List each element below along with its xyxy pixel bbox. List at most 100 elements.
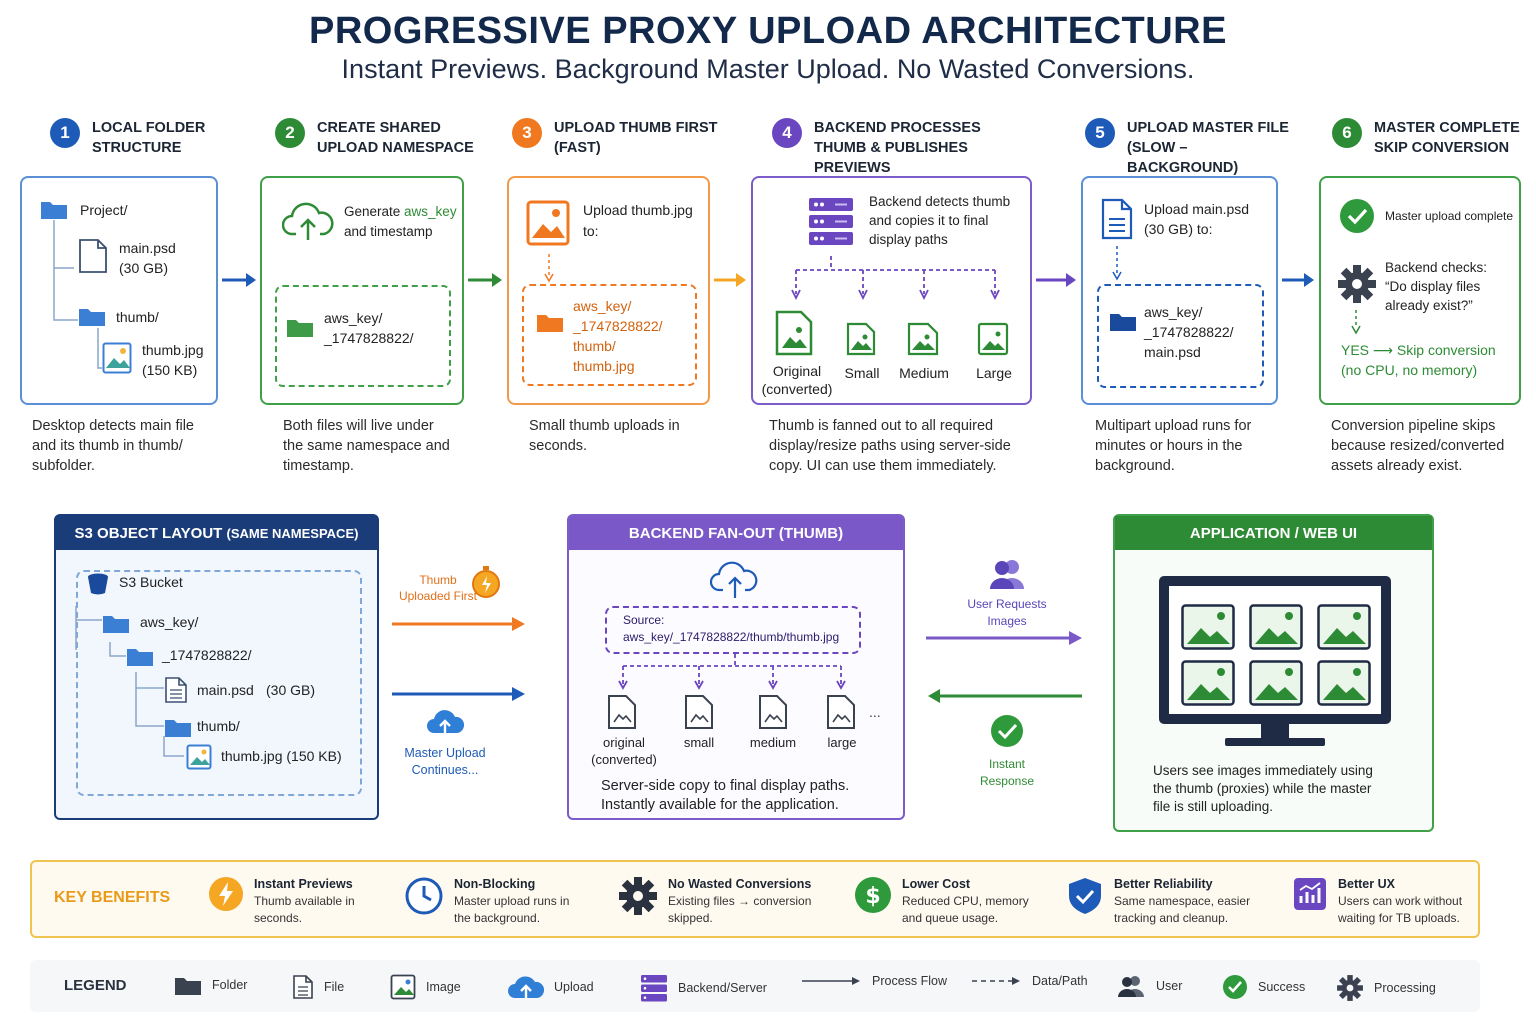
namespace-box [275, 285, 451, 387]
success-icon [1340, 199, 1374, 233]
step-3-caption: Small thumb uploads in seconds. [529, 418, 680, 454]
flow-arrow [714, 273, 746, 287]
thumb-path-1: aws_key/ [573, 298, 632, 314]
legend-backend-server: Backend/Server [640, 974, 767, 1002]
output-medium: Medium [899, 365, 949, 381]
data-path-arrow [1351, 310, 1361, 335]
stopwatch-icon [472, 566, 500, 598]
image-file-icon [907, 322, 939, 356]
image-icon [102, 342, 132, 374]
thumb-destination-box [522, 284, 697, 386]
tree-project: Project/ [80, 202, 128, 218]
image-icon [526, 200, 570, 246]
svg-text:$: $ [865, 884, 880, 909]
legend-data-path: Data/Path [972, 974, 1088, 988]
thumb-path-2: _1747828822/ [573, 318, 663, 334]
s3-aws-key: aws_key/ [140, 614, 199, 630]
step-5-caption: Multipart upload runs for minutes or hou… [1095, 418, 1252, 474]
s3-timestamp: _1747828822/ [162, 647, 252, 663]
image-file-icon [775, 310, 813, 356]
cloud-upload-icon [282, 202, 334, 240]
more-outputs-ellipsis: ... [869, 704, 881, 720]
s3-thumb-jpg: thumb.jpg (150 KB) [221, 748, 342, 764]
folder-icon [103, 616, 129, 633]
fanout-panel-header: BACKEND FAN-OUT (THUMB) [569, 516, 903, 550]
preview-image-icon[interactable] [1249, 660, 1303, 706]
step-1-card: Project/ main.psd (30 GB) thumb/ thumb.j… [20, 176, 218, 405]
check-line-2: “Do display files [1385, 279, 1481, 294]
step-5-text-2: (30 GB) to: [1144, 221, 1213, 237]
page-title: PROGRESSIVE PROXY UPLOAD ARCHITECTURE [309, 10, 1227, 52]
preview-image-icon[interactable] [1249, 604, 1303, 650]
fanout-dashed-paths [791, 256, 1000, 301]
data-path-arrow [544, 254, 554, 283]
thumb-path-3: thumb/ [573, 338, 616, 354]
legend-processing: Processing [1336, 974, 1436, 1002]
lightning-icon [209, 877, 243, 911]
step-4-header: 4 BACKEND PROCESSES THUMB & PUBLISHES PR… [772, 118, 1029, 178]
upload-icon [508, 976, 544, 998]
tree-thumb-jpg: thumb.jpg [142, 342, 204, 358]
page-subtitle: Instant Previews. Background Master Uplo… [341, 54, 1195, 84]
namespace-key: aws_key/ [324, 310, 383, 326]
step-5-title: UPLOAD MASTER FILE (SLOW – BACKGROUND) [1127, 120, 1289, 176]
fanout-converted: (converted) [591, 752, 657, 767]
step-3-text-2: to: [583, 223, 599, 239]
s3-bucket-label: S3 Bucket [119, 574, 183, 590]
s3-layout-panel: S3 OBJECT LAYOUT (SAME NAMESPACE) S3 Buc… [54, 514, 379, 820]
image-file-icon [846, 322, 876, 356]
key-benefits-label: KEY BENEFITS [54, 889, 171, 906]
source-box [605, 606, 861, 654]
cloud-upload-icon [709, 561, 758, 598]
clock-icon [405, 877, 443, 915]
chart-icon [1294, 878, 1326, 910]
s3-main-psd: main.psd [197, 682, 254, 698]
step-3-number: 3 [512, 118, 542, 148]
image-icon [186, 744, 212, 770]
tree-thumb-folder: thumb/ [116, 309, 159, 325]
folder-icon [127, 649, 153, 666]
legend-label: LEGEND [64, 977, 127, 994]
folder-icon [287, 320, 313, 337]
tree-lines [53, 220, 102, 369]
step-1-header: 1 LOCAL FOLDER STRUCTURE [50, 118, 222, 158]
folder-icon [537, 315, 563, 332]
fanout-small: small [683, 735, 715, 750]
preview-image-icon[interactable] [1317, 604, 1371, 650]
result-line-1: YES ⟶ Skip conversion [1341, 342, 1496, 358]
data-path-arrow [972, 977, 1020, 985]
check-line-3: already exist?” [1385, 298, 1473, 313]
tree-thumb-size: (150 KB) [142, 362, 198, 378]
thumb-path-4: thumb.jpg [573, 358, 635, 374]
image-file-icon [608, 695, 636, 729]
legend-user: User [1116, 974, 1182, 998]
file-icon [293, 975, 313, 999]
folder-icon [175, 978, 201, 995]
fanout-large: large [827, 735, 857, 750]
preview-image-icon[interactable] [1317, 660, 1371, 706]
step-3-header: 3 UPLOAD THUMB FIRST (FAST) [512, 118, 719, 158]
web-ui-panel-header: APPLICATION / WEB UI [1115, 516, 1432, 550]
legend-upload: Upload [508, 974, 594, 1000]
user-icon [990, 560, 1024, 589]
step-2-caption: Both files will live under the same name… [283, 418, 450, 474]
master-path-3: main.psd [1144, 344, 1201, 360]
flow-arrow [222, 273, 256, 287]
step-6-caption: Conversion pipeline skips because resize… [1331, 418, 1505, 474]
step-4-text-2: and copies it to final [869, 213, 989, 228]
step-5-card: Upload main.psd (30 GB) to: aws_key/ _17… [1081, 176, 1278, 405]
preview-image-icon[interactable] [1181, 660, 1235, 706]
bucket-icon [88, 573, 108, 595]
preview-image-icon[interactable] [1181, 604, 1235, 650]
source-path: aws_key/_1747828822/thumb/thumb.jpg [623, 630, 840, 644]
legend-process-flow: Process Flow [802, 974, 947, 988]
namespace-timestamp: _1747828822/ [324, 330, 414, 346]
image-icon [390, 974, 416, 1000]
output-converted: (converted) [761, 381, 833, 397]
